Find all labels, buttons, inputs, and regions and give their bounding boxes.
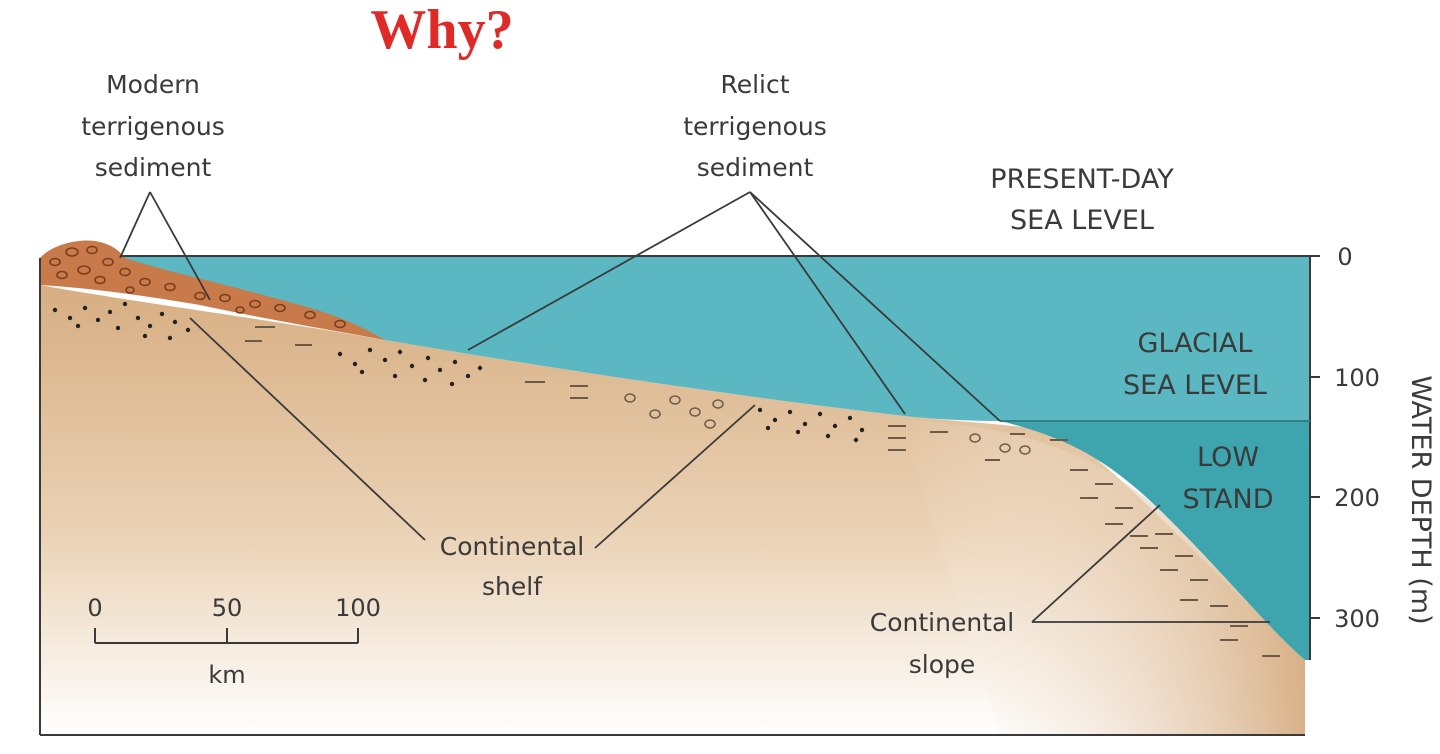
relict-label-line3: sediment [697,153,814,182]
depth-tick-0: 0 [1337,243,1352,271]
depth-tick-300: 300 [1334,605,1380,633]
glacial-sea-level-line2: SEA LEVEL [1123,370,1267,401]
scale-bar [94,628,359,644]
scale-tick-0: 0 [87,594,102,622]
present-sea-level-line1: PRESENT-DAY [990,164,1174,195]
sediment-dashes [245,326,1280,657]
scale-tick-50: 50 [212,594,243,622]
continental-shelf-line2: shelf [482,572,543,601]
modern-label-line3: sediment [95,153,212,182]
modern-sediment-pebbles [49,245,346,329]
diagram-frame [39,255,1311,736]
depth-tick-200: 200 [1334,484,1380,512]
continental-slope-line2: slope [909,650,976,679]
relict-sediment-dots [52,301,865,443]
present-sea-level-line2: SEA LEVEL [1010,205,1154,236]
modern-sediment-wedge [40,240,385,340]
glacial-sea-level-line1: GLACIAL [1138,328,1253,359]
title: Why? [370,0,513,61]
slope-shading [900,420,1305,735]
continental-slope-line1: Continental [870,608,1014,637]
relict-label-line1: Relict [720,70,789,99]
modern-label-line2: terrigenous [81,112,225,141]
depth-axis-label: WATER DEPTH (m) [1405,375,1436,624]
low-stand-line2: STAND [1183,484,1274,515]
modern-label-line1: Modern [106,70,200,99]
scale-unit: km [208,661,245,689]
shelf-pebbles [624,393,1031,455]
depth-axis-ticks [1310,255,1320,619]
shallow-water [120,256,1310,421]
continental-shelf-line1: Continental [440,532,584,561]
relict-label-line2: terrigenous [683,112,827,141]
scale-tick-100: 100 [335,594,381,622]
depth-tick-100: 100 [1334,364,1380,392]
leader-lines [119,191,1270,623]
low-stand-line1: LOW [1197,442,1259,473]
deep-water [1000,421,1310,660]
